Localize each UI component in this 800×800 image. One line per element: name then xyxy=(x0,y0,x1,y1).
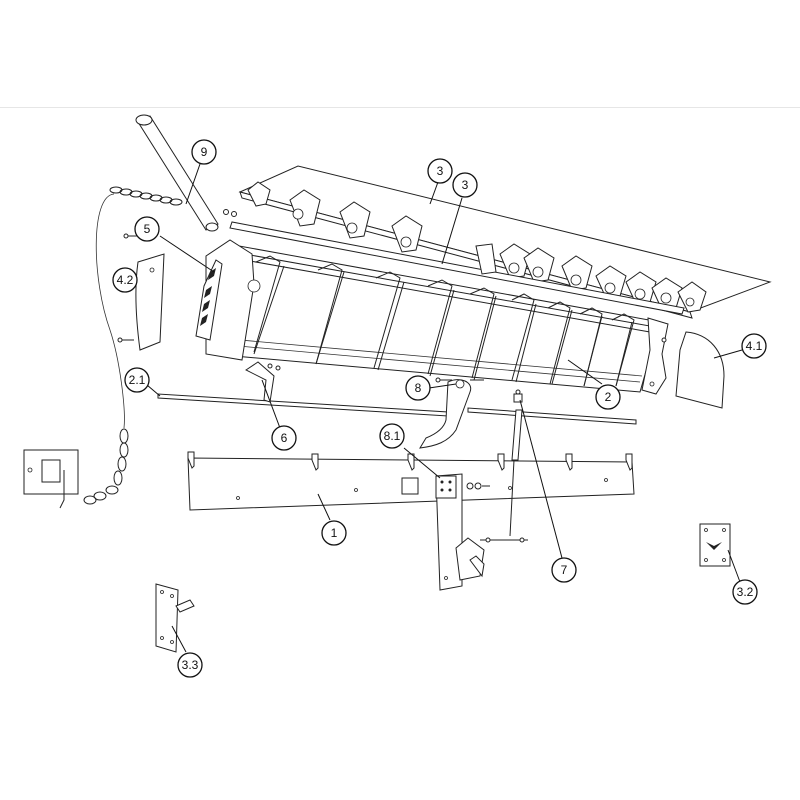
callout-label: 4.1 xyxy=(746,339,763,353)
callout-4-1: 4.1 xyxy=(741,333,767,359)
callout-label: 5 xyxy=(144,222,151,236)
callout-label: 3 xyxy=(462,178,469,192)
wall-bracket-left xyxy=(155,583,195,653)
chain-wall-bracket xyxy=(23,449,79,509)
callout-label: 8 xyxy=(415,381,422,395)
callout-label: 7 xyxy=(561,563,568,577)
callout-label: 6 xyxy=(281,431,288,445)
pull-rod xyxy=(135,114,237,232)
lift-lever xyxy=(419,377,484,449)
header-divider xyxy=(0,107,800,108)
callout-1: 1 xyxy=(321,520,347,546)
leader-lines xyxy=(159,163,743,653)
callout-3-pin: 3 xyxy=(452,172,478,198)
long-rod xyxy=(146,384,637,425)
callout-5: 5 xyxy=(134,216,160,242)
deck-frame xyxy=(205,239,669,395)
callout-7: 7 xyxy=(551,557,577,583)
hinge-pin-rod xyxy=(229,221,685,315)
callout-8-1: 8.1 xyxy=(379,423,405,449)
callout-6: 6 xyxy=(271,425,297,451)
callout-3-lip: 3 xyxy=(427,158,453,184)
callout-label: 1 xyxy=(331,526,338,540)
side-plate-right xyxy=(661,331,725,409)
callout-4-2: 4.2 xyxy=(112,267,138,293)
hinge-tube-striped xyxy=(195,259,223,341)
callout-label: 8.1 xyxy=(384,429,401,443)
callout-label: 9 xyxy=(201,145,208,159)
callout-9: 9 xyxy=(191,139,217,165)
callout-3-2: 3.2 xyxy=(732,579,758,605)
callout-label: 3 xyxy=(437,164,444,178)
callout-2-1: 2.1 xyxy=(124,367,150,393)
lift-cylinder xyxy=(480,389,528,543)
callout-label: 3.3 xyxy=(182,658,199,672)
lever-mount-bracket xyxy=(401,473,490,591)
callout-3-3: 3.3 xyxy=(177,652,203,678)
callout-label: 2 xyxy=(605,390,612,404)
safety-chain xyxy=(83,186,183,505)
callout-2: 2 xyxy=(595,384,621,410)
callout-label: 3.2 xyxy=(737,585,754,599)
callout-label: 4.2 xyxy=(117,273,134,287)
callout-label: 2.1 xyxy=(129,373,146,387)
callout-8: 8 xyxy=(405,375,431,401)
wall-bracket-right xyxy=(699,523,731,567)
